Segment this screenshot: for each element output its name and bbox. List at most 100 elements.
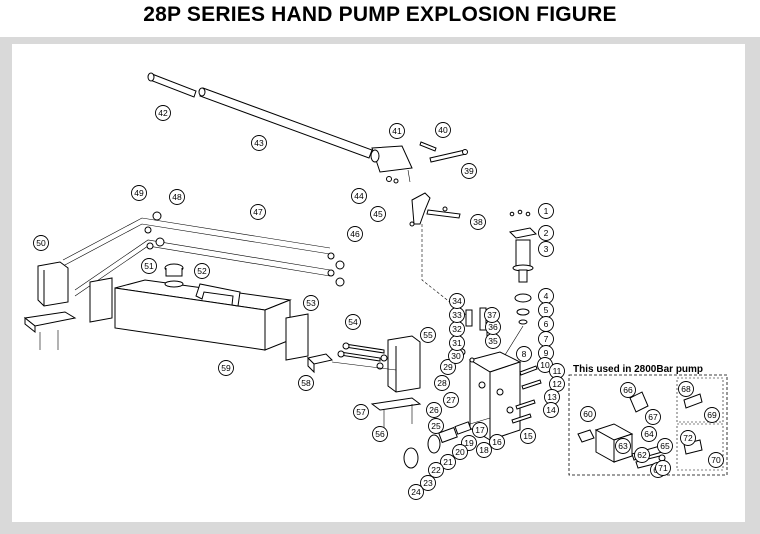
- callout-29: 29: [440, 359, 456, 375]
- callout-circle: [645, 409, 661, 425]
- callout-label: 4: [544, 291, 549, 301]
- callout-label: 43: [254, 138, 264, 148]
- callout-label: 66: [623, 385, 633, 395]
- callout-circle: [372, 426, 388, 442]
- callout-circle: [538, 225, 554, 241]
- callout-54: 54: [345, 314, 361, 330]
- callout-circle: [580, 406, 596, 422]
- callout-49: 49: [131, 185, 147, 201]
- callout-57: 57: [353, 404, 369, 420]
- callout-label: 32: [452, 324, 462, 334]
- callout-label: 62: [637, 450, 647, 460]
- callout-circle: [251, 135, 267, 151]
- reservoir-tank: [89, 277, 309, 361]
- callout-23: 23: [420, 475, 436, 491]
- callout-25: 25: [428, 418, 444, 434]
- callout-label: 42: [158, 108, 168, 118]
- callout-label: 23: [423, 478, 433, 488]
- callout-8: 8: [516, 346, 532, 362]
- callout-label: 38: [473, 217, 483, 227]
- callout-62: 62: [634, 447, 650, 463]
- callout-circle: [370, 206, 386, 222]
- callout-label: 24: [411, 487, 421, 497]
- callout-39: 39: [461, 163, 477, 179]
- callout-circle: [641, 426, 657, 442]
- callout-label: 25: [431, 421, 441, 431]
- callout-64: 64: [641, 426, 657, 442]
- callout-label: 12: [552, 379, 562, 389]
- callout-circle: [680, 430, 696, 446]
- pump-body: [468, 351, 522, 441]
- callout-label: 49: [134, 188, 144, 198]
- callout-label: 60: [583, 409, 593, 419]
- callout-label: 16: [492, 437, 502, 447]
- callout-56: 56: [372, 426, 388, 442]
- callout-label: 55: [423, 330, 433, 340]
- callout-45: 45: [370, 206, 386, 222]
- callout-72: 72: [680, 430, 696, 446]
- callout-67: 67: [645, 409, 661, 425]
- callout-circle: [435, 122, 451, 138]
- piston-assembly: [504, 209, 538, 356]
- handle-tube: [198, 87, 373, 159]
- callout-label: 9: [544, 348, 549, 358]
- callout-label: 17: [475, 425, 485, 435]
- callout-circle: [484, 307, 500, 323]
- callout-label: 53: [306, 298, 316, 308]
- callout-circle: [470, 214, 486, 230]
- callout-circle: [428, 462, 444, 478]
- callout-4: 4: [538, 288, 554, 304]
- callout-label: 30: [451, 351, 461, 361]
- callout-label: 41: [392, 126, 402, 136]
- callout-circle: [420, 475, 436, 491]
- callout-60: 60: [580, 406, 596, 422]
- page-title: 28P SERIES HAND PUMP EXPLOSION FIGURE: [143, 3, 617, 26]
- callout-label: 52: [197, 266, 207, 276]
- callout-circle: [434, 375, 450, 391]
- callout-label: 64: [644, 429, 654, 439]
- callout-70: 70: [708, 452, 724, 468]
- callout-circle: [426, 402, 442, 418]
- callout-label: 39: [464, 166, 474, 176]
- callout-label: 33: [452, 310, 462, 320]
- callout-34: 34: [449, 293, 465, 309]
- callout-label: 7: [544, 334, 549, 344]
- callout-circle: [472, 422, 488, 438]
- callout-41: 41: [389, 123, 405, 139]
- callout-circle: [351, 188, 367, 204]
- callout-59: 59: [218, 360, 234, 376]
- callout-42: 42: [155, 105, 171, 121]
- callout-1: 1: [538, 203, 554, 219]
- callout-circle: [141, 258, 157, 274]
- callout-63: 63: [615, 438, 631, 454]
- callout-label: 5: [544, 305, 549, 315]
- callout-label: 51: [144, 261, 154, 271]
- callout-label: 26: [429, 405, 439, 415]
- callout-44: 44: [351, 188, 367, 204]
- callout-label: 58: [301, 378, 311, 388]
- callout-circle: [489, 434, 505, 450]
- callout-label: 20: [455, 447, 465, 457]
- callout-label: 1: [544, 206, 549, 216]
- handle-link: [409, 192, 471, 319]
- callout-22: 22: [428, 462, 444, 478]
- callout-27: 27: [443, 392, 459, 408]
- callout-3: 3: [538, 241, 554, 257]
- callout-label: 13: [547, 392, 557, 402]
- callout-52: 52: [194, 263, 210, 279]
- callout-circle: [634, 447, 650, 463]
- callout-55: 55: [420, 327, 436, 343]
- callout-label: 57: [356, 407, 366, 417]
- callout-circle: [131, 185, 147, 201]
- callout-circle: [620, 382, 636, 398]
- callout-label: 6: [544, 319, 549, 329]
- callout-label: 27: [446, 395, 456, 405]
- callout-51: 51: [141, 258, 157, 274]
- callout-31: 31: [449, 335, 465, 351]
- callout-circle: [347, 226, 363, 242]
- handle-socket: [370, 145, 413, 183]
- callout-label: 21: [443, 457, 453, 467]
- handle-pins: [386, 141, 468, 184]
- callout-2: 2: [538, 225, 554, 241]
